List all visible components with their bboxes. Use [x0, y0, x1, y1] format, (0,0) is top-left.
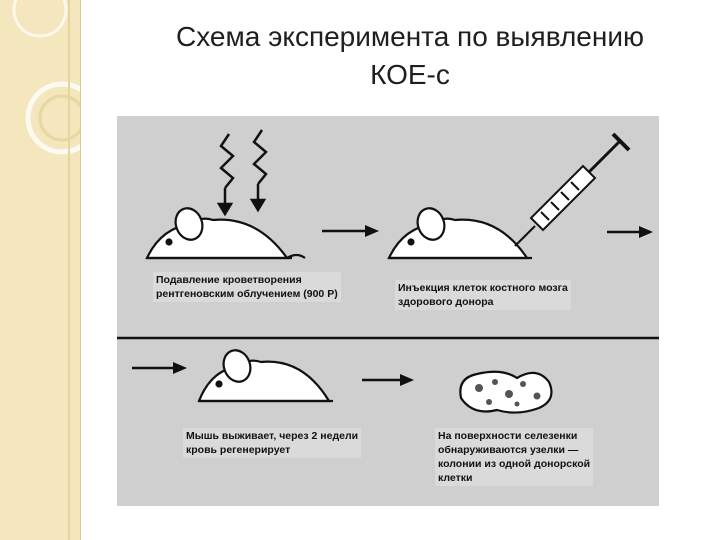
arrow-step3-icon — [132, 362, 187, 374]
decorative-side-line — [68, 0, 70, 540]
slide-title-line1: Схема эксперимента по выявлению — [176, 21, 644, 52]
decorative-rings-icon — [12, 0, 80, 155]
decorative-side-strip — [0, 0, 81, 540]
caption-survival: Мышь выживает, через 2 недели кровь реге… — [183, 428, 362, 458]
caption-injection: Инъекция клеток костного мозга здорового… — [395, 280, 571, 310]
syringe-icon — [514, 132, 631, 247]
experiment-diagram: Подавление кроветворения рентгеновским о… — [117, 116, 659, 506]
slide-title: Схема эксперимента по выявлению КОЕ-с — [110, 18, 710, 94]
arrow-step2-icon — [607, 226, 653, 238]
arrow-step4-icon — [362, 374, 414, 386]
caption-suppression: Подавление кроветворения рентгеновским о… — [153, 272, 341, 302]
caption-nodules: На поверхности селезенки обнаруживаются … — [435, 428, 594, 486]
x-ray-icon — [216, 129, 268, 217]
arrow-step1-icon — [322, 225, 379, 237]
spleen-icon — [459, 370, 553, 414]
mouse-injected-icon — [387, 207, 532, 260]
slide-title-line2: КОЕ-с — [370, 59, 450, 90]
diagram-drawing — [117, 129, 659, 414]
mouse-survived-icon — [197, 349, 333, 403]
mouse-irradiated-icon — [145, 207, 306, 260]
